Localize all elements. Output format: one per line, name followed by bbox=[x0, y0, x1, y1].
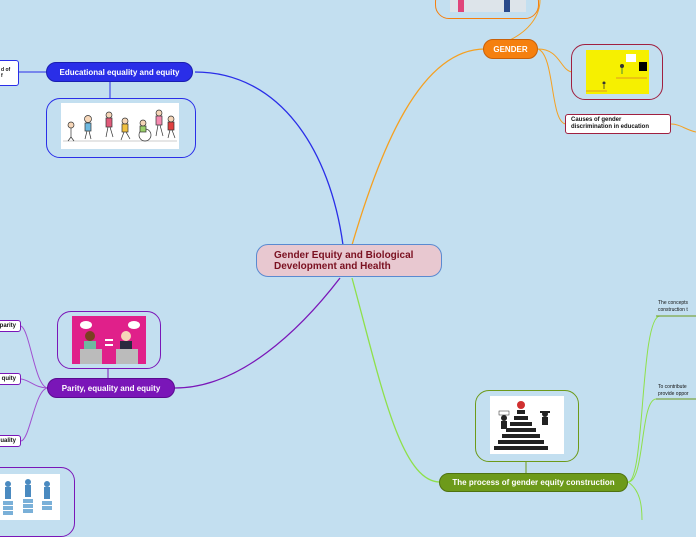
central-topic-line1: Gender Equity and Biological bbox=[274, 249, 414, 261]
process-subtopic-1-line1: The concepts bbox=[658, 300, 689, 306]
boy-girl-drawing bbox=[586, 50, 649, 94]
equality-talk-illustration bbox=[72, 316, 146, 364]
parity-image-box[interactable] bbox=[57, 311, 161, 369]
connector-lines bbox=[19, 0, 696, 520]
parity-subtopic-3[interactable]: uality bbox=[0, 435, 21, 447]
podium-crowd-illustration bbox=[450, 0, 526, 12]
parity-subtopic-2[interactable]: quity bbox=[0, 373, 21, 385]
central-topic-text: Gender Equity and Biological Development… bbox=[274, 250, 413, 272]
gender-image-box[interactable] bbox=[571, 44, 663, 100]
process-subtopic-2-line1: To contribute bbox=[658, 384, 687, 390]
central-topic-line2: Development and Health bbox=[274, 260, 391, 272]
topic-educational-equality[interactable]: Educational equality and equity bbox=[46, 62, 193, 82]
process-subtopic-1-line2: construction t bbox=[658, 307, 688, 313]
children-on-books-illustration bbox=[490, 396, 564, 454]
educational-image-box[interactable] bbox=[46, 98, 196, 158]
topic-gender[interactable]: GENDER bbox=[483, 39, 538, 59]
causes-line2: discrimination in education bbox=[571, 124, 650, 130]
topic-parity-equality-equity[interactable]: Parity, equality and equity bbox=[47, 378, 175, 398]
left-edge-subtopic[interactable]: d of f bbox=[0, 60, 19, 86]
process-subtopic-1[interactable]: The concepts construction t bbox=[658, 300, 688, 314]
process-subtopic-2-line2: provide oppor bbox=[658, 391, 689, 397]
people-on-books-illustration bbox=[0, 474, 60, 520]
children-playing-illustration bbox=[61, 103, 179, 149]
left-edge-line1: d of bbox=[1, 67, 11, 73]
left-edge-line2: f bbox=[1, 73, 3, 79]
parity-subtopic-1[interactable]: parity bbox=[0, 320, 21, 332]
causes-line1: Causes of gender bbox=[571, 117, 622, 123]
process-subtopic-2[interactable]: To contribute provide oppor bbox=[658, 384, 689, 398]
process-image-box[interactable] bbox=[475, 390, 579, 462]
topic-gender-equity-construction-process[interactable]: The process of gender equity constructio… bbox=[439, 473, 628, 492]
central-topic[interactable]: Gender Equity and Biological Development… bbox=[256, 244, 442, 277]
subtopic-causes-of-gender-discrimination[interactable]: Causes of gender discrimination in educa… bbox=[565, 114, 671, 134]
